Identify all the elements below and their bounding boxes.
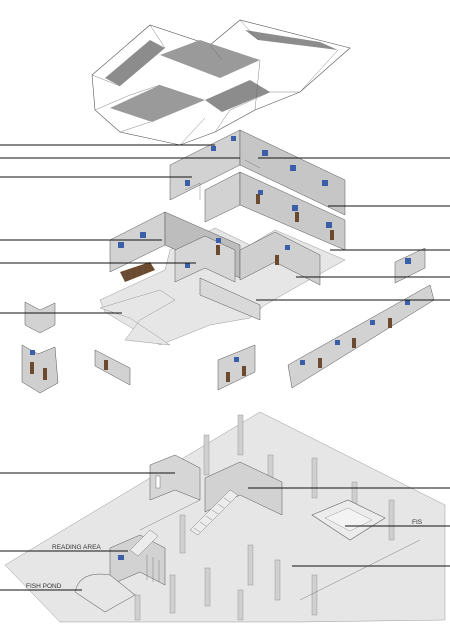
window: [185, 180, 190, 186]
door: [43, 368, 47, 380]
door: [330, 230, 334, 240]
window: [231, 136, 236, 141]
wall-front-long: [199, 277, 261, 321]
column: [388, 499, 395, 541]
door: [242, 366, 246, 376]
door: [226, 372, 230, 382]
roof-ridge-lower: [110, 85, 205, 122]
roof-ridge-front: [205, 80, 270, 112]
door: [155, 475, 161, 489]
door: [30, 362, 34, 374]
window: [292, 205, 298, 211]
column: [247, 544, 254, 586]
stair-flight: [189, 489, 239, 536]
column: [179, 514, 186, 554]
door: [295, 212, 299, 222]
window: [370, 320, 375, 325]
window: [285, 245, 290, 250]
window: [335, 340, 340, 345]
leader-lines: [0, 144, 450, 591]
fish-pond-label: FISH POND: [26, 583, 62, 590]
exploded-walls: [21, 247, 435, 394]
roof-ridge-center: [160, 40, 260, 78]
fragment-right-small: [394, 247, 426, 284]
column: [274, 559, 281, 601]
roof-ridge-right: [245, 30, 338, 50]
column: [311, 574, 318, 616]
roof-layer: [91, 19, 351, 146]
columns: [134, 414, 395, 621]
fragment-left-zigzag: [24, 301, 56, 334]
window: [300, 360, 305, 365]
window: [118, 555, 124, 560]
roof-ridge-left: [105, 40, 165, 86]
fis-label: FIS: [412, 519, 423, 526]
window: [118, 242, 124, 248]
window: [234, 357, 239, 362]
bookshelf-row: [120, 262, 155, 282]
door: [318, 358, 322, 368]
window: [405, 300, 410, 305]
fragment-doors: [318, 318, 392, 368]
upper-doors: [216, 194, 334, 265]
window: [290, 165, 296, 171]
window: [30, 350, 35, 355]
fragment-right-long: [287, 284, 435, 389]
window: [216, 238, 221, 243]
fragment-center: [217, 344, 256, 391]
fragment-windows: [300, 300, 410, 365]
window: [185, 263, 190, 268]
reading-stair: [129, 529, 159, 557]
door: [388, 318, 392, 328]
column: [169, 574, 176, 614]
window: [322, 180, 328, 186]
window: [405, 258, 411, 264]
door: [275, 255, 279, 265]
window: [326, 222, 332, 228]
fis-frame-inner: [324, 507, 373, 532]
walls-front-slab: [99, 289, 176, 346]
reading-area-label: READING AREA: [52, 544, 101, 551]
window: [262, 150, 268, 156]
column: [237, 414, 244, 456]
column: [134, 594, 141, 621]
window: [258, 190, 263, 195]
ground-layer: [4, 411, 446, 623]
upper-windows: [118, 136, 332, 268]
door: [216, 245, 220, 255]
window: [211, 146, 216, 151]
door: [256, 194, 260, 204]
window: [140, 232, 146, 238]
walls-layer: [99, 129, 346, 346]
fragment-mid-left: [94, 349, 131, 386]
fish-pond: [74, 573, 136, 613]
door: [352, 338, 356, 348]
column: [203, 434, 210, 476]
roof-outline: [91, 19, 351, 146]
column: [204, 567, 211, 607]
door: [104, 360, 108, 370]
wall-right-front: [239, 231, 321, 286]
column: [237, 589, 244, 621]
column: [311, 457, 318, 499]
fragment-left-lower: [21, 344, 59, 394]
